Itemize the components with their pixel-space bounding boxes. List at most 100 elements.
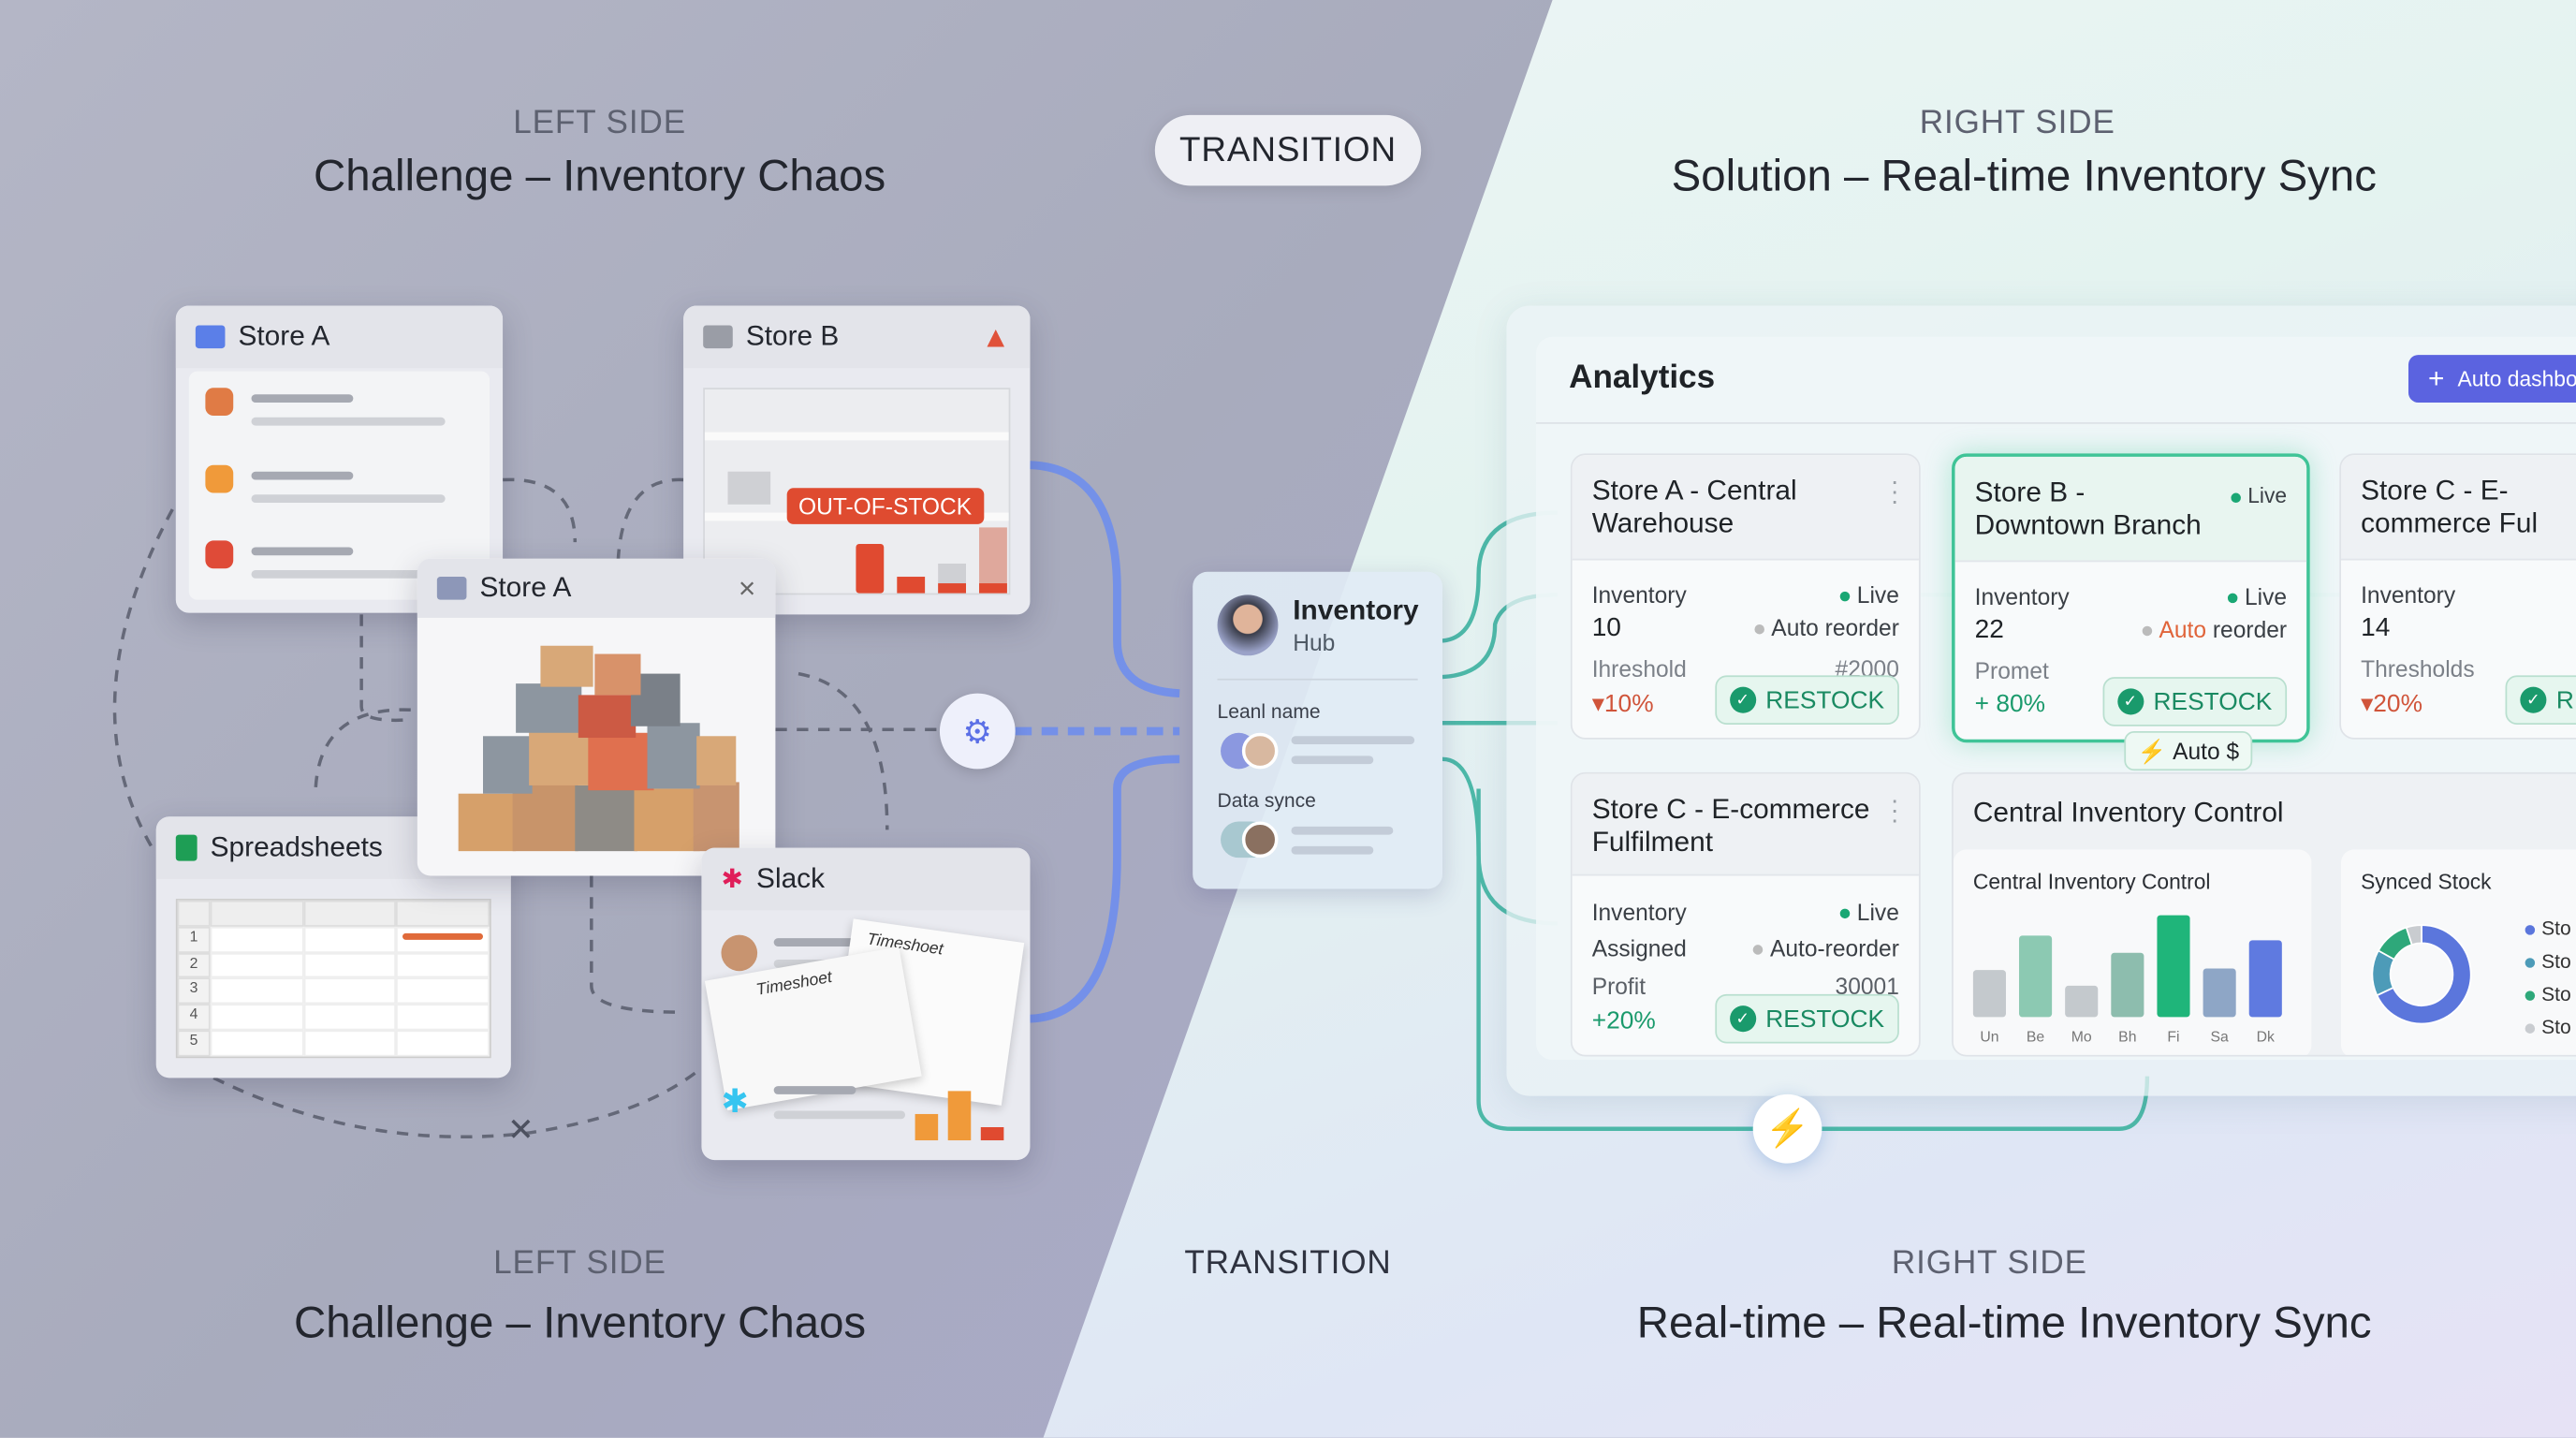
left-title: Challenge – Inventory Chaos [314,151,886,201]
change-value: +20% [1591,1006,1656,1035]
change-value: ▾20% [2361,690,2423,718]
spreadsheet-grid: 1 2 3 4 5 [175,899,491,1059]
bar-chart: Un Be Mo Bh Fi Sa Dk [1972,915,2282,1046]
live-dot-icon [2231,492,2242,503]
hub-title: Inventory [1293,594,1419,626]
check-icon: ✓ [1729,686,1756,713]
donut-chart [2371,924,2472,1025]
window-title: Slack [756,862,826,894]
avatar [1241,732,1279,770]
bar-Un [1972,970,2006,1018]
more-icon[interactable]: ··· [1890,468,1899,517]
spreadsheet-icon [175,834,198,861]
card-title: Store C - E-commerce Ful [2361,475,2539,539]
spreadsheets-window[interactable]: Spreadsheets 1 2 3 4 5 [155,816,511,1078]
tick-label: Dk [2257,1030,2275,1046]
toggle-icon[interactable] [2142,626,2153,637]
bar-Dk [2248,940,2282,1018]
donut-legend: Sto Sto Sto Sto [2525,912,2571,1043]
change-value: ▾10% [1591,690,1654,718]
bar-Fi [2157,915,2190,1018]
hub-subtitle: Hub [1293,629,1336,656]
card-title: Store A - Central Warehouse [1591,475,1797,539]
live-dot-icon [1840,909,1851,919]
transition-pill: TRANSITION [1154,114,1422,186]
avatar [1241,821,1279,858]
window-title: Store B [745,320,840,352]
tick-label: Sa [2210,1030,2229,1046]
out-of-stock-badge: OUT-OF-STOCK [786,488,984,524]
close-icon[interactable]: × [738,570,756,604]
inventory-value: 10 [1591,614,1621,643]
toggle-icon[interactable] [1753,945,1764,956]
store-card[interactable]: Store C - E-commerce Fulfilment··· Inven… [1570,771,1921,1057]
slack-icon: ✱ [721,865,744,894]
tick-label: Fi [2167,1030,2179,1046]
bar-Sa [2203,968,2236,1018]
tick-label: Be [2027,1030,2045,1046]
panel-title: Analytics [1569,360,1716,396]
store-a-popup[interactable]: Store A × [417,558,776,876]
slack-window[interactable]: ✱Slack Timeshoet Timeshoet ✱ [701,847,1031,1161]
folder-icon [195,325,226,349]
donut-slice [2376,924,2472,1025]
inventory-hub-card[interactable]: Inventory Hub Leanl name Data synce [1193,571,1442,889]
bar-Bh [2111,952,2144,1018]
left-side-label: LEFT SIDE [493,1245,666,1282]
bar-Be [2019,935,2053,1018]
bar-Mo [2065,985,2099,1018]
inventory-value: 22 [1974,616,2004,644]
tick-label: Mo [2071,1030,2092,1046]
restock-button[interactable]: ✓RESTOCK [1714,675,1899,725]
bolt-icon: ⚡ [2137,737,2167,764]
right-side-label: RIGHT SIDE [1891,1245,2087,1282]
store-card[interactable]: Store C - E-commerce Ful Inventory 14 Th… [2339,453,2576,740]
restock-button[interactable]: ✓RE [2505,675,2576,725]
synced-stock-card: Synced Stock Sto Sto Sto Sto [2341,849,2576,1055]
tick-label: Bh [2118,1030,2136,1046]
check-icon: ✓ [2520,686,2547,713]
card-title: Store C - E-commerce Fulfilment [1591,793,1870,858]
tick-label: Un [1980,1030,1998,1046]
boxes-pile-image [458,645,739,852]
right-side-label: RIGHT SIDE [1919,105,2115,141]
warning-icon: ▲ [981,319,1011,353]
donut-slice [2405,924,2422,946]
sync-settings-icon[interactable]: ⚙ [939,693,1016,770]
avatar [1217,594,1279,656]
right-title: Solution – Real-time Inventory Sync [1671,151,2377,201]
auto-pay-badge: ⚡Auto $ [2124,731,2253,771]
auto-dashboard-button[interactable]: +Auto dashbo [2408,355,2576,403]
plus-icon: + [2428,361,2445,394]
more-icon[interactable]: ··· [1890,786,1899,835]
section-label: Leanl name [1217,699,1321,724]
window-title: Store A [479,571,572,604]
restock-button[interactable]: ✓RESTOCK [2102,677,2288,726]
toggle-icon[interactable] [1754,624,1765,635]
slack-icon: ✱ [721,1084,749,1121]
central-inventory-panel: Central Inventory Control Central Invent… [1952,771,2576,1057]
section-label: Data synce [1217,788,1316,813]
window-title: Spreadsheets [210,831,383,863]
left-side-label: LEFT SIDE [513,105,687,141]
transition-label: TRANSITION [1184,1245,1392,1282]
folder-icon [703,325,733,349]
check-icon: ✓ [2116,688,2144,715]
bolt-icon[interactable]: ⚡ [1752,1093,1822,1164]
change-value: + 80% [1974,690,2046,718]
restock-button[interactable]: ✓RESTOCK [1714,993,1899,1044]
check-icon: ✓ [1729,1005,1756,1033]
store-card[interactable]: Store A - Central Warehouse··· Inventory… [1570,453,1921,740]
right-title: Real-time – Real-time Inventory Sync [1636,1298,2372,1348]
inventory-value: 14 [2361,614,2391,643]
panel-title: Central Inventory Control [1972,797,2284,829]
live-dot-icon [2228,594,2238,604]
card-title: Store B - Downtown Branch [1974,476,2202,541]
left-title: Challenge – Inventory Chaos [293,1298,867,1348]
store-a-window[interactable]: Store A [175,305,504,613]
live-dot-icon [1840,592,1851,602]
